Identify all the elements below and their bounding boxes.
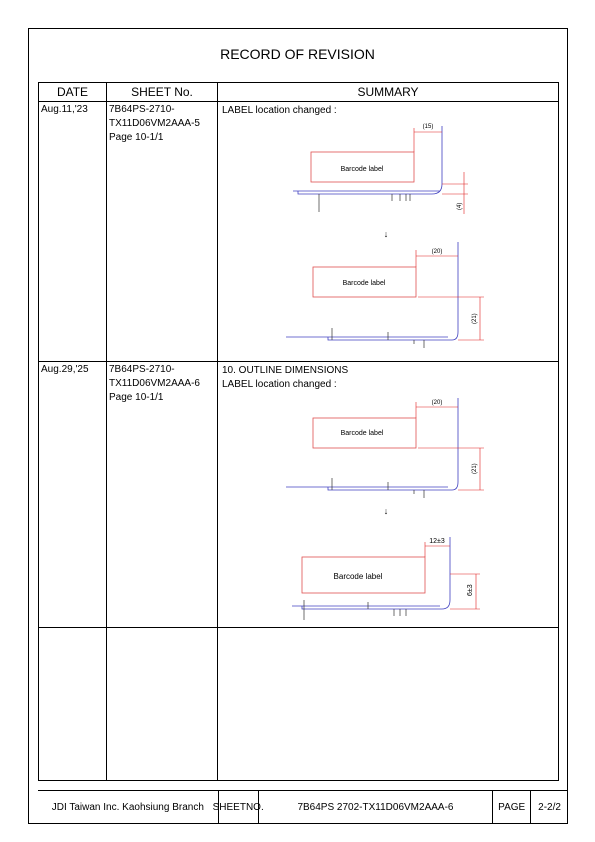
company-name: JDI Taiwan Inc. Kaohsiung Branch [38,790,218,824]
label-location-drawing: Barcode label (15) (4) ↓ Barcode lab [286,124,484,348]
barcode-label-text: Barcode label [334,572,383,581]
sheet-no-label: SHEET NO. [213,790,264,824]
dimension-text: (20) [432,249,443,255]
down-arrow-icon: ↓ [384,229,389,239]
date-cell: Aug.29,'25 [38,361,107,628]
page-label: PAGE [492,790,531,824]
drawing-after: Barcode label (20) (21) [286,242,484,348]
page-footer: JDI Taiwan Inc. Kaohsiung Branch SHEET N… [38,790,568,824]
sheet-cell [106,627,218,781]
dimension-text: 12±3 [429,538,445,545]
drawing-before: Barcode label (15) (4) [293,124,468,214]
header-summary: SUMMARY [217,82,559,102]
sheet-cell: 7B64PS-2710- TX11D06VM2AAA-5 Page 10-1/1 [106,101,218,362]
page-title: RECORD OF REVISION [220,46,375,62]
summary-cell: 10. OUTLINE DIMENSIONS LABEL location ch… [217,361,559,628]
drawing-after: Barcode label 12±3 6±3 [292,537,480,620]
sheet-no-value: 7B64PS 2702-TX11D06VM2AAA-6 [257,790,493,824]
dimension-text: (20) [432,400,443,406]
dimension-text: (21) [472,463,478,474]
header-sheet: SHEET No. [106,82,218,102]
dimension-text: (21) [472,313,478,324]
table-row: Aug.29,'25 7B64PS-2710- TX11D06VM2AAA-6 … [38,361,559,628]
date-cell: Aug.11,'23 [38,101,107,362]
revision-table: DATE SHEET No. SUMMARY Aug.11,'23 7B64PS… [38,82,559,781]
barcode-label-text: Barcode label [341,166,384,173]
dimension-text: 6±3 [467,584,474,596]
header-date: DATE [38,82,107,102]
page-frame [28,28,568,824]
page-value: 2-2/2 [530,790,568,824]
sheet-cell: 7B64PS-2710- TX11D06VM2AAA-6 Page 10-1/1 [106,361,218,628]
date-cell [38,627,107,781]
dimension-text: (4) [457,203,463,210]
summary-cell [217,627,559,781]
barcode-label-text: Barcode label [341,430,384,437]
table-row: Aug.11,'23 7B64PS-2710- TX11D06VM2AAA-5 … [38,101,559,362]
table-row [38,627,559,781]
dimension-text: (15) [423,124,434,130]
down-arrow-icon: ↓ [384,506,389,516]
summary-cell: LABEL location changed : Barcode label (… [217,101,559,362]
barcode-label-text: Barcode label [343,280,386,287]
label-location-drawing: Barcode label (20) (21) ↓ Barcode la [286,398,484,620]
drawing-before: Barcode label (20) (21) [286,398,484,498]
